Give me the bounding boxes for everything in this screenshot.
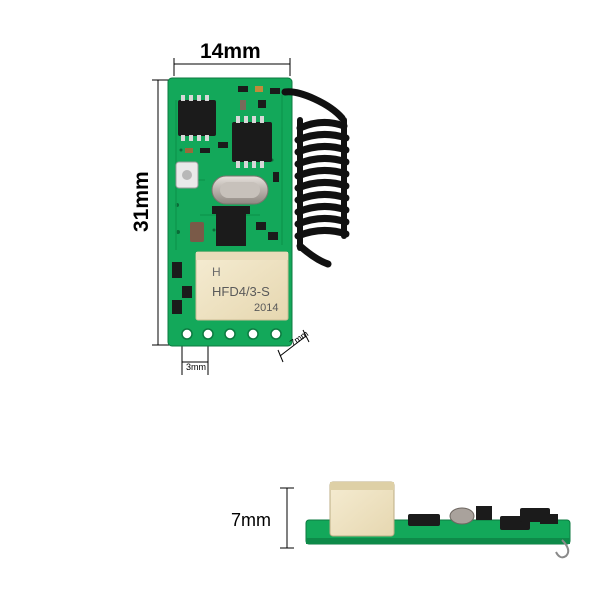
pin-pad-1 — [181, 328, 193, 340]
ic-chip-1 — [178, 95, 216, 141]
antenna-wire-side — [555, 539, 570, 559]
relay-brand-mark: H — [212, 265, 221, 279]
relay-year-text: 2014 — [254, 302, 278, 314]
ic-chip-2 — [232, 116, 272, 168]
smd-components — [172, 86, 280, 314]
height-dimension — [152, 79, 170, 346]
side-height-dimension — [280, 487, 294, 549]
height-label: 31mm — [130, 171, 153, 232]
relay — [195, 251, 289, 321]
pin-pad-5 — [270, 328, 282, 340]
crystal-oscillator — [211, 175, 269, 205]
voltage-regulator — [212, 206, 250, 246]
side-height-label: 7mm — [231, 510, 271, 530]
pin-pads — [181, 328, 282, 340]
push-button — [175, 161, 199, 189]
coil-antenna — [281, 88, 350, 268]
width-dimension — [173, 58, 291, 76]
pin-pad-3 — [224, 328, 236, 340]
relay-side — [329, 481, 395, 537]
side-components — [408, 506, 558, 530]
relay-model-text: HFD4/3-S — [212, 284, 270, 299]
pin-pad-2 — [202, 328, 214, 340]
width-label: 14mm — [200, 40, 261, 63]
thickness-dimension — [277, 329, 310, 363]
pin-pitch-label: 3mm — [186, 362, 206, 372]
pin-pad-4 — [247, 328, 259, 340]
